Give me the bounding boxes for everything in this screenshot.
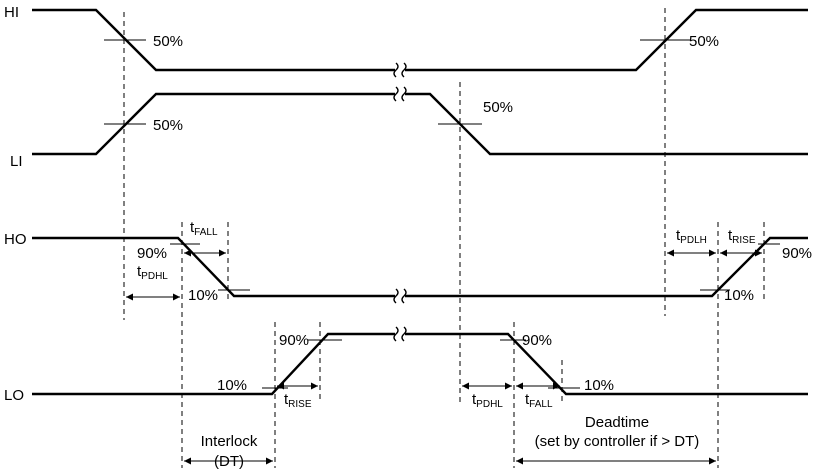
label-li-50-rising: 50%: [153, 117, 183, 134]
lo-waveform: [32, 332, 808, 396]
signal-label-hi: HI: [4, 4, 19, 21]
label-tpdhl-lo: tPDHL: [472, 391, 503, 410]
label-lo-10-rising: 10%: [217, 377, 247, 394]
ho-waveform: [32, 236, 808, 298]
label-lo-10-falling: 10%: [584, 377, 614, 394]
signal-label-ho: HO: [4, 231, 27, 248]
label-li-50-falling: 50%: [483, 99, 513, 116]
li-waveform: [32, 92, 808, 156]
label-hi-50-rising: 50%: [689, 33, 719, 50]
label-tfall-lo: tFALL: [525, 391, 553, 410]
label-trise-lo: tRISE: [284, 391, 312, 410]
deadtime-label-line2: (set by controller if > DT): [535, 433, 700, 450]
reference-lines: [123, 8, 765, 468]
label-trise-ho: tRISE: [728, 227, 756, 246]
label-hi-50-falling: 50%: [153, 33, 183, 50]
label-ho-10-rising: 10%: [724, 287, 754, 304]
signal-label-li: LI: [10, 153, 23, 170]
timing-arrows: [126, 249, 762, 465]
deadtime-label-line1: Deadtime: [585, 414, 649, 431]
label-ho-90-rising: 90%: [782, 245, 812, 262]
label-lo-90-falling: 90%: [522, 332, 552, 349]
break-marks: [393, 62, 407, 342]
label-lo-90-rising: 90%: [279, 332, 309, 349]
interlock-label-line1: Interlock: [201, 433, 258, 450]
label-ho-90-falling: 90%: [137, 245, 167, 262]
label-tpdlh-ho: tPDLH: [676, 227, 707, 246]
label-tfall-ho: tFALL: [190, 219, 218, 238]
label-tpdhl-ho: tPDHL: [137, 263, 168, 282]
label-ho-10-falling: 10%: [188, 287, 218, 304]
threshold-ticks: [104, 39, 780, 389]
signal-label-lo: LO: [4, 387, 24, 404]
interlock-label-line2: (DT): [214, 453, 244, 470]
